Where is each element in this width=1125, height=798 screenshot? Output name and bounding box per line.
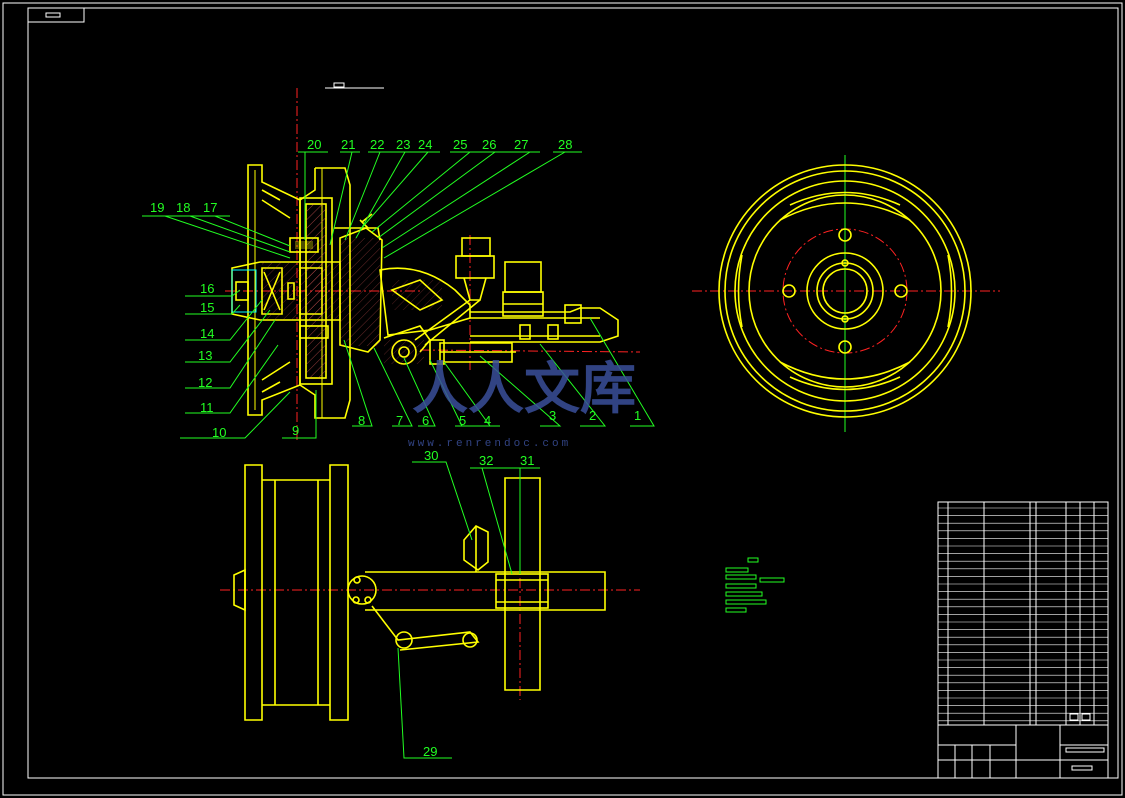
part-label-3: 3: [549, 408, 556, 423]
leader-lines: [142, 151, 655, 439]
part-label-21: 21: [341, 137, 355, 152]
part-label-28: 28: [558, 137, 572, 152]
part-label-14: 14: [200, 326, 214, 341]
bottom-part-labels: 29 30 31 32: [423, 448, 534, 759]
bottom-leader-lines: [397, 461, 540, 759]
technical-notes: [725, 557, 785, 613]
part-label-18: 18: [176, 200, 190, 215]
part-label-26: 26: [482, 137, 496, 152]
part-label-5: 5: [459, 413, 466, 428]
part-label-15: 15: [200, 300, 214, 315]
axle-top-view: [220, 464, 640, 721]
part-label-10: 10: [212, 425, 226, 440]
part-label-2: 2: [589, 408, 596, 423]
part-label-8: 8: [358, 413, 365, 428]
part-label-22: 22: [370, 137, 384, 152]
part-label-30: 30: [424, 448, 438, 463]
watermark-url: www.renrendoc.com: [408, 438, 571, 450]
parts-list-title-block: [937, 501, 1109, 779]
part-label-17: 17: [203, 200, 217, 215]
part-label-29: 29: [423, 744, 437, 759]
part-label-32: 32: [479, 453, 493, 468]
watermark: 人人文库 www.renrendoc.com: [408, 357, 636, 450]
part-label-12: 12: [198, 375, 212, 390]
watermark-brand: 人人文库: [412, 357, 636, 420]
part-label-9: 9: [292, 423, 299, 438]
part-label-11: 11: [200, 400, 214, 415]
part-labels: 1 2 3 4 5 6 7 8 9 10 11 12 13 14 15 16 1…: [150, 137, 641, 440]
part-label-20: 20: [307, 137, 321, 152]
part-label-1: 1: [634, 408, 641, 423]
part-label-24: 24: [418, 137, 432, 152]
part-label-4: 4: [484, 413, 491, 428]
part-label-7: 7: [396, 413, 403, 428]
part-label-25: 25: [453, 137, 467, 152]
part-label-19: 19: [150, 200, 164, 215]
part-label-23: 23: [396, 137, 410, 152]
front-axle-section-view: [225, 88, 641, 440]
part-label-31: 31: [520, 453, 534, 468]
part-label-13: 13: [198, 348, 212, 363]
wheel-side-view: [692, 155, 1000, 432]
part-label-6: 6: [422, 413, 429, 428]
part-label-16: 16: [200, 281, 214, 296]
part-label-27: 27: [514, 137, 528, 152]
